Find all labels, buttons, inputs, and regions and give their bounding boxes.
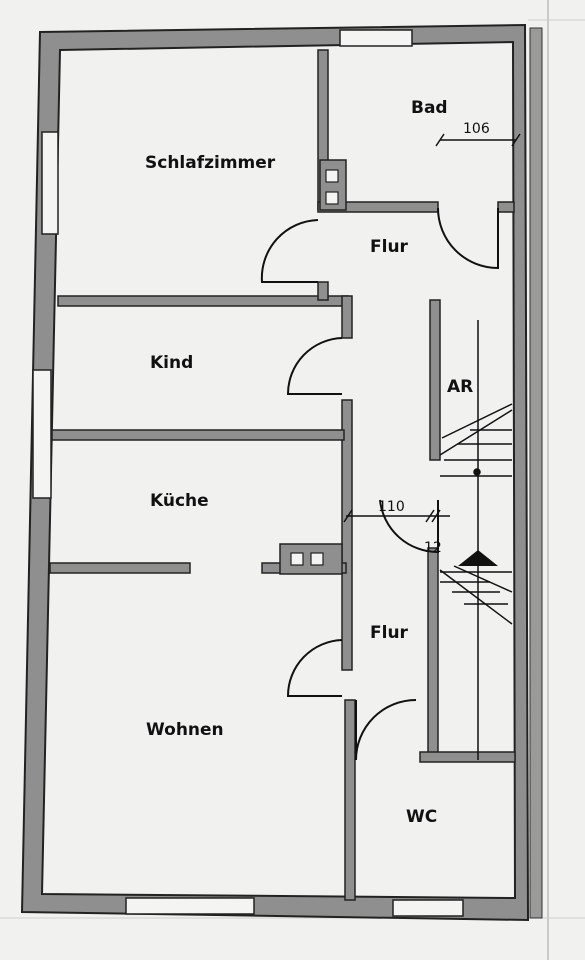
window-wc bbox=[392, 899, 464, 917]
dimension-tick bbox=[511, 133, 521, 147]
dimension-tick bbox=[343, 509, 353, 523]
door-swings bbox=[260, 207, 499, 761]
staircase bbox=[439, 320, 513, 760]
label-flur-lower: Flur bbox=[370, 623, 409, 643]
wall-corridor-west-lower bbox=[344, 699, 356, 901]
window-wohnen bbox=[125, 897, 255, 915]
dimension-stair-number: 12 bbox=[424, 540, 442, 556]
door-kueche bbox=[379, 499, 439, 554]
stair-arrow-icon bbox=[458, 550, 498, 566]
dimension-tick bbox=[425, 509, 435, 523]
wall-bad-south bbox=[317, 201, 439, 213]
label-ar: AR bbox=[447, 377, 473, 397]
label-wohnen: Wohnen bbox=[146, 720, 224, 740]
wall-corridor-west-mid bbox=[341, 399, 353, 671]
stair-axis-marker bbox=[473, 468, 481, 476]
windows bbox=[32, 29, 464, 917]
stair-step bbox=[439, 409, 513, 456]
door-schlafzimmer bbox=[260, 219, 319, 283]
wall-flur-west-upper bbox=[317, 281, 329, 301]
wall-schlaf-south bbox=[57, 295, 349, 307]
dimension-passage-width: 110 bbox=[378, 499, 405, 515]
shaft-openings bbox=[290, 169, 339, 566]
exterior-wall-strip bbox=[529, 27, 543, 919]
window-bad bbox=[339, 29, 413, 47]
dimension-bad-width: 106 bbox=[463, 121, 490, 137]
stair-step bbox=[453, 565, 513, 593]
label-kind: Kind bbox=[150, 353, 193, 373]
wall-bad-south-east bbox=[497, 201, 515, 213]
label-schlafzimmer: Schlafzimmer bbox=[145, 153, 276, 173]
wall-ar-west bbox=[429, 299, 441, 461]
door-kind bbox=[286, 337, 343, 395]
stair-step bbox=[439, 569, 513, 625]
window-kind-kueche bbox=[32, 369, 52, 499]
door-bad bbox=[437, 207, 499, 270]
wall-kueche-south-left bbox=[49, 562, 191, 574]
label-flur-upper: Flur bbox=[370, 237, 409, 257]
wall-stair-west bbox=[427, 547, 439, 759]
dimension-lines bbox=[343, 133, 521, 523]
dimension-tick bbox=[435, 133, 445, 147]
window-schlafzimmer bbox=[41, 131, 59, 235]
dimension-tick bbox=[431, 509, 441, 523]
label-bad: Bad bbox=[411, 98, 448, 118]
label-wc: WC bbox=[406, 807, 437, 827]
shaft-opening bbox=[290, 552, 304, 566]
door-wohnen bbox=[286, 639, 343, 697]
wall-corridor-west bbox=[341, 295, 353, 339]
shaft-opening bbox=[310, 552, 324, 566]
wall-wc-north bbox=[419, 751, 516, 763]
shaft-opening bbox=[325, 191, 339, 205]
shaft-opening bbox=[325, 169, 339, 183]
stair-step bbox=[441, 403, 513, 439]
wall-kind-south bbox=[51, 429, 345, 441]
door-wc bbox=[355, 699, 417, 761]
label-kueche: Küche bbox=[150, 491, 209, 511]
